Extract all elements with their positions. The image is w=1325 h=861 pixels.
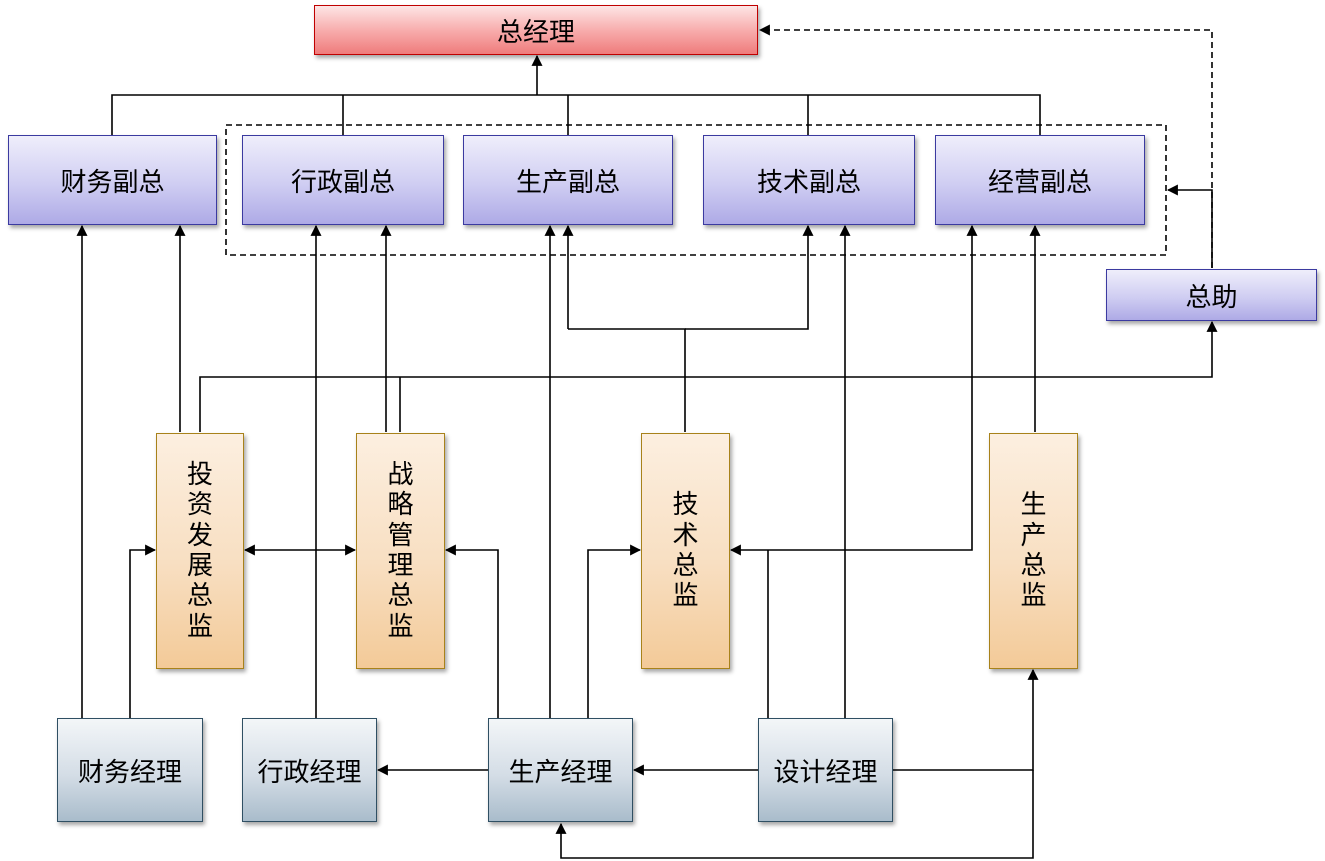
strategy-director-box[interactable]: 战略管理总监: [356, 433, 445, 669]
production-director-box[interactable]: 生产总监: [989, 433, 1078, 669]
ops-vp-to-tech-director-arrow: [729, 224, 978, 556]
production-director-label: 生产总监: [1020, 490, 1047, 612]
assistant-to-group-arrow: [1166, 184, 1213, 268]
tech-director-to-tech-vp-arrow: [685, 224, 814, 330]
finance-vp-label: 财务副总: [60, 167, 165, 198]
finance-manager-box[interactable]: 财务经理: [57, 718, 203, 822]
production-manager-box[interactable]: 生产经理: [488, 718, 633, 822]
production-vp-label: 生产副总: [515, 167, 620, 198]
general-manager-label: 总经理: [496, 17, 575, 48]
general-manager-box[interactable]: 总经理: [314, 5, 758, 55]
production-mgr-to-tech-director-arrow: [587, 544, 642, 718]
tech-vp-label: 技术副总: [756, 167, 861, 198]
production-vp-box[interactable]: 生产副总: [463, 135, 673, 225]
investment-director-box[interactable]: 投资发展总监: [156, 433, 244, 669]
admin-manager-box[interactable]: 行政经理: [242, 718, 377, 822]
vp-bus-line: [111, 94, 1041, 135]
finance-vp-box[interactable]: 财务副总: [8, 135, 217, 225]
tech-director-box[interactable]: 技术总监: [641, 433, 730, 669]
operations-vp-box[interactable]: 经营副总: [935, 135, 1145, 225]
design-manager-label: 设计经理: [773, 757, 878, 788]
design-manager-box[interactable]: 设计经理: [758, 718, 893, 822]
assistant-box[interactable]: 总助: [1106, 269, 1317, 321]
design-mgr-to-production-director-arrow: [893, 668, 1039, 771]
investment-to-assistant-arrow: [199, 320, 1218, 432]
tech-director-branch: [568, 328, 686, 432]
admin-vp-label: 行政副总: [290, 167, 395, 198]
tech-vp-box[interactable]: 技术副总: [703, 135, 915, 225]
production-manager-label: 生产经理: [508, 757, 613, 788]
admin-vp-box[interactable]: 行政副总: [242, 135, 444, 225]
operations-vp-label: 经营副总: [987, 167, 1092, 198]
finance-mgr-to-investment-arrow: [129, 544, 157, 718]
production-mgr-to-strategy-arrow: [444, 544, 499, 718]
assistant-label: 总助: [1185, 282, 1238, 313]
production-director-to-production-mgr-arrow: [555, 770, 1034, 859]
vp-group-dashed-frame: [225, 124, 1167, 256]
tech-director-label: 技术总监: [672, 490, 699, 612]
investment-director-label: 投资发展总监: [186, 459, 213, 642]
strategy-director-label: 战略管理总监: [387, 459, 414, 642]
finance-manager-label: 财务经理: [77, 757, 182, 788]
admin-manager-label: 行政经理: [257, 757, 362, 788]
